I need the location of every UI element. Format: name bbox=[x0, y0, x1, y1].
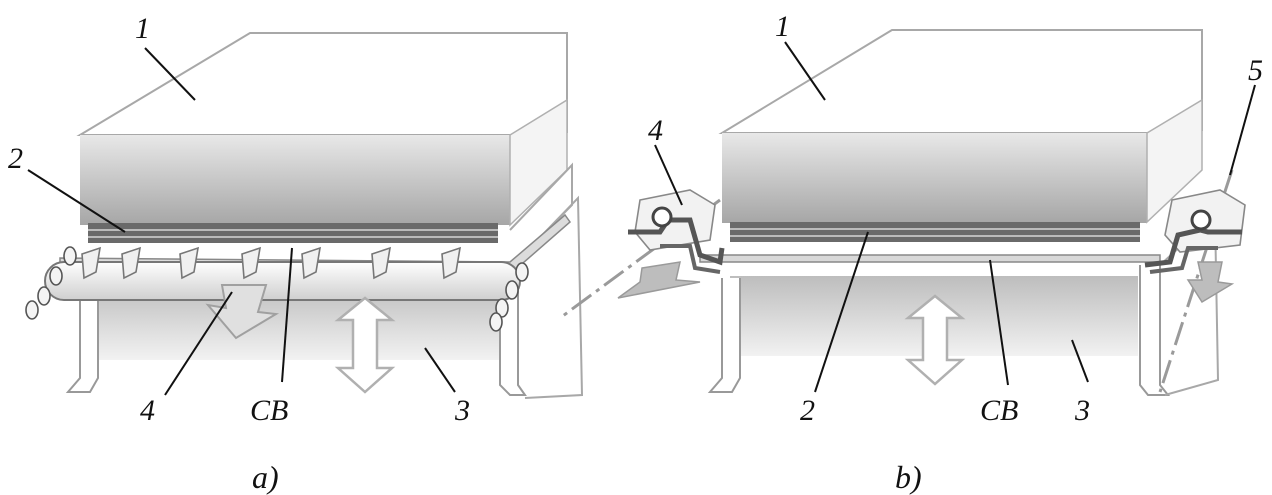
heating-plate-b bbox=[730, 222, 1140, 242]
label-3-a: 3 bbox=[454, 394, 470, 427]
label-3-b: 3 bbox=[1074, 394, 1090, 427]
upper-die-front-b bbox=[722, 133, 1147, 223]
board-strip-b bbox=[699, 254, 1161, 263]
panel-b: 1 4 5 2 CB 3 b) bbox=[559, 10, 1263, 495]
label-cb-b: CB bbox=[980, 394, 1018, 427]
output-arrow-right-b bbox=[1186, 261, 1235, 304]
label-4-a: 4 bbox=[140, 394, 155, 427]
clamp-left-b bbox=[628, 189, 725, 274]
chain-left-a bbox=[25, 246, 77, 320]
frame-leg-a-right bbox=[499, 290, 527, 396]
label-2-a: 2 bbox=[8, 142, 23, 175]
label-4-b: 4 bbox=[648, 114, 663, 147]
upper-die-side-b bbox=[1146, 98, 1203, 224]
frame-leg-b-right bbox=[1139, 265, 1171, 396]
press-arrow-b bbox=[904, 294, 966, 386]
panel-a: 1 2 4 CB 3 a) bbox=[8, 12, 584, 495]
caption-b: b) bbox=[895, 459, 922, 495]
label-1-a: 1 bbox=[135, 12, 150, 45]
press-arrow-a bbox=[334, 296, 396, 394]
clamp-right-b bbox=[1144, 189, 1246, 274]
chain-right-a bbox=[489, 262, 529, 332]
upper-die-top-b bbox=[718, 29, 1203, 134]
label-5-b: 5 bbox=[1248, 54, 1263, 87]
label-cb-a: CB bbox=[250, 394, 288, 427]
caption-a: a) bbox=[252, 459, 279, 495]
roller-clips-a bbox=[81, 246, 462, 280]
upper-die-front-a bbox=[80, 135, 510, 225]
heating-plate-a bbox=[88, 223, 498, 243]
upper-die-top-a bbox=[76, 32, 568, 136]
label-2-b: 2 bbox=[800, 394, 815, 427]
leader-lines-b bbox=[654, 41, 1256, 393]
frame-leg-a-left bbox=[65, 290, 99, 393]
leader-lines-a bbox=[27, 47, 456, 396]
output-arrow-left-b bbox=[617, 261, 701, 299]
frame-leg-b-left bbox=[707, 278, 741, 393]
label-1-b: 1 bbox=[775, 10, 790, 43]
